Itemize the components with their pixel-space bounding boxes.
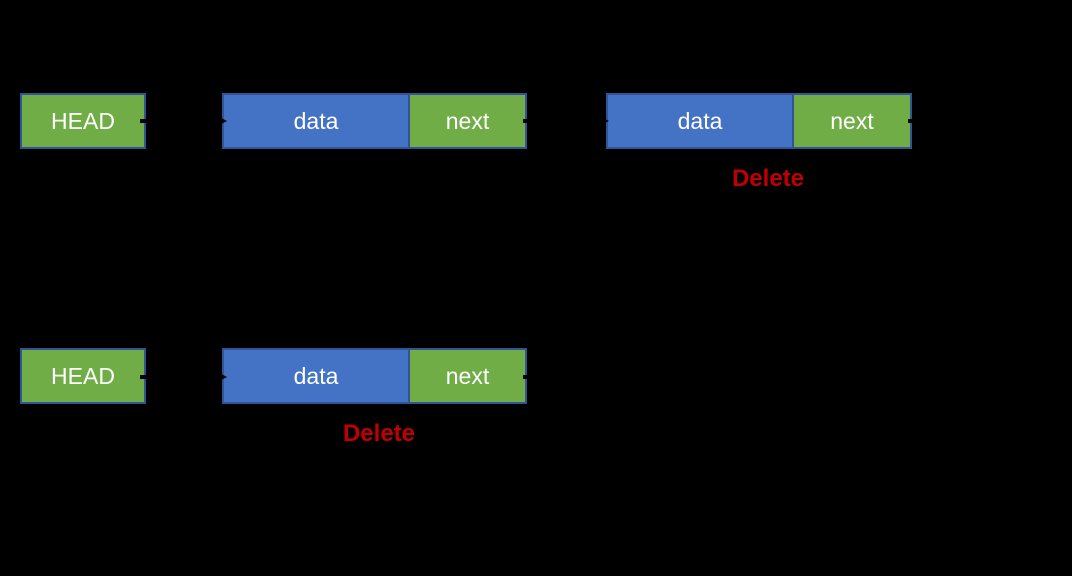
next-label: next	[830, 107, 874, 134]
delete-label-bottom: Delete	[342, 420, 416, 447]
head-label: HEAD	[51, 107, 115, 134]
next-label: next	[445, 107, 490, 134]
next-cell: next	[408, 95, 525, 147]
node-top-2: data next	[606, 93, 912, 149]
node-top-1: data next	[222, 93, 527, 149]
head-box-bottom: HEAD	[20, 348, 146, 404]
next-cell: next	[792, 95, 910, 147]
head-box-top: HEAD	[20, 93, 146, 149]
next-cell: next	[408, 350, 525, 402]
data-cell: data	[224, 350, 408, 402]
data-label: data	[677, 107, 723, 134]
data-label: data	[293, 362, 339, 389]
data-label: data	[293, 107, 339, 134]
node-bottom-1: data next	[222, 348, 527, 404]
head-label: HEAD	[51, 362, 115, 389]
data-cell: data	[224, 95, 408, 147]
data-cell: data	[608, 95, 792, 147]
delete-label-top: Delete	[731, 165, 805, 192]
next-label: next	[445, 362, 490, 389]
